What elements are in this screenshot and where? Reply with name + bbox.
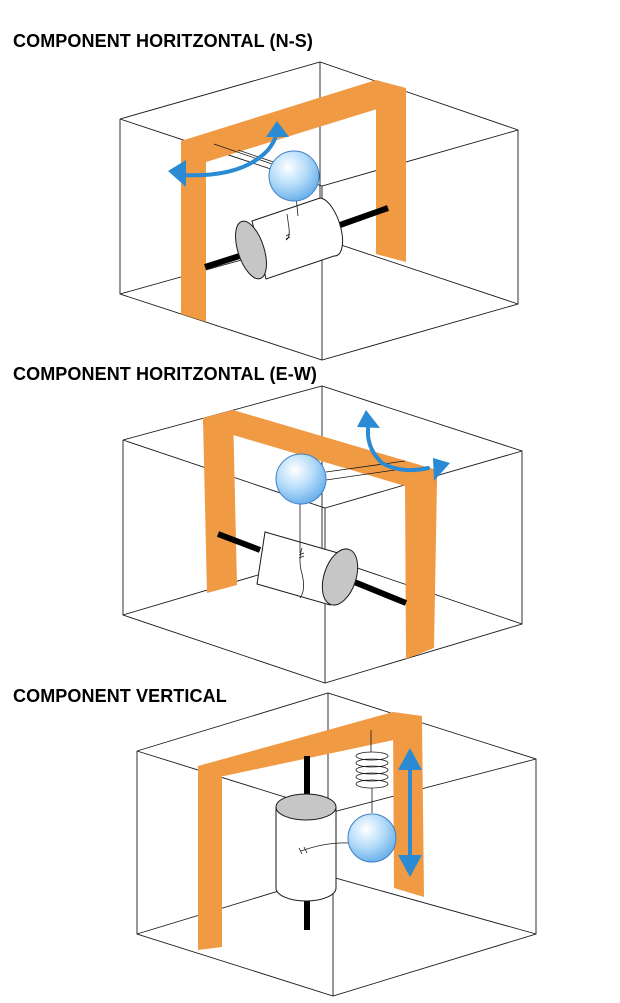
support-frame	[203, 410, 437, 659]
panel-ns-diagram	[119, 61, 519, 361]
suspended-mass	[275, 453, 406, 553]
pendulum-cylinder	[216, 531, 408, 606]
panel-title-ew: COMPONENT HORITZONTAL (E-W)	[13, 364, 317, 384]
pendulum-cylinder	[275, 756, 351, 930]
support-frame	[181, 80, 406, 322]
panel-title-ns: COMPONENT HORITZONTAL (N-S)	[13, 31, 314, 51]
motion-arrow-vertical	[398, 748, 422, 877]
suspended-mass	[347, 730, 397, 863]
suspended-mass	[213, 143, 320, 217]
panel-title-vertical: COMPONENT VERTICAL	[13, 686, 227, 706]
motion-arrow-ns	[168, 121, 289, 187]
panel-vertical-diagram	[136, 692, 537, 997]
pendulum-cylinder	[204, 197, 390, 280]
motion-arrow-ew	[357, 410, 450, 481]
panel-ew-diagram	[122, 385, 523, 684]
enclosure-box	[122, 385, 523, 684]
